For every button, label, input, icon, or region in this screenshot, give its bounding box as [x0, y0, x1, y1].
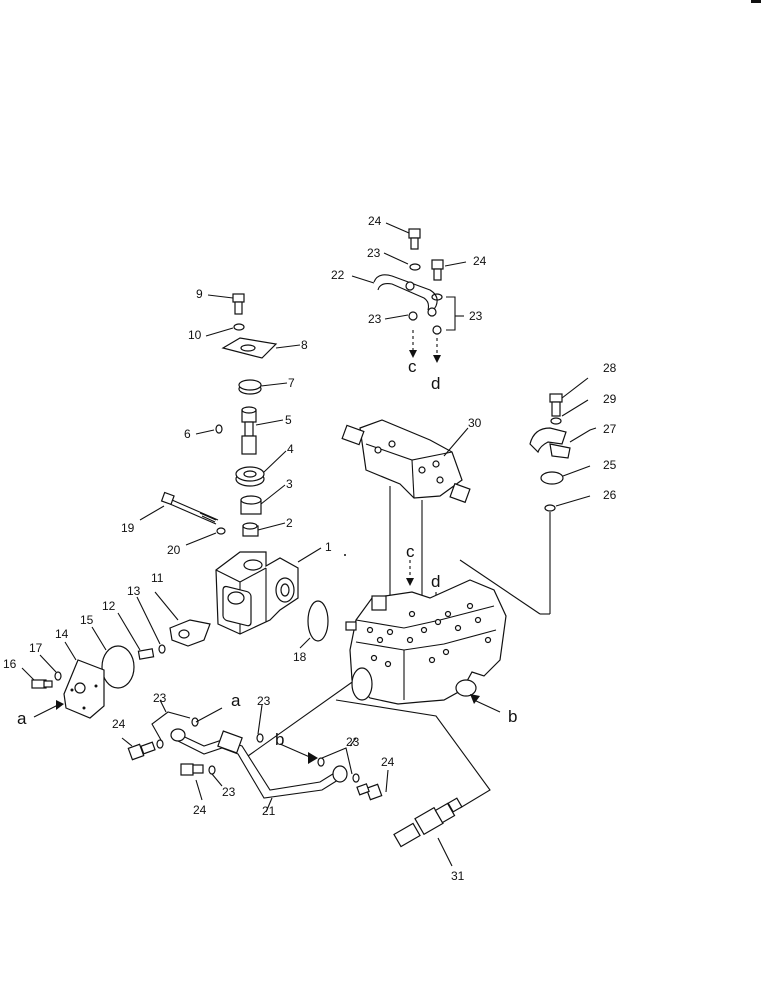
part-1-housing	[215, 551, 299, 635]
label-part-22: 22	[331, 268, 345, 282]
part-8-plate	[221, 337, 278, 359]
part-23-oring	[156, 739, 164, 749]
label-part-5: 5	[285, 413, 292, 427]
label-part-23: 23	[368, 312, 382, 326]
part-27-clamp	[529, 427, 571, 459]
connection-letter-b: b	[508, 707, 517, 726]
label-part-23: 23	[367, 246, 381, 260]
label-part-24: 24	[381, 755, 395, 769]
part-6-oring	[215, 424, 223, 434]
label-part-14: 14	[55, 627, 69, 641]
label-part-27: 27	[603, 422, 617, 436]
label-part-23: 23	[257, 694, 271, 708]
connection-letter-b: b	[275, 730, 284, 749]
part-22-tube	[373, 274, 438, 317]
label-part-13: 13	[127, 584, 141, 598]
connection-letter-c: c	[408, 357, 417, 376]
label-part-3: 3	[286, 477, 293, 491]
label-part-23: 23	[153, 691, 167, 705]
corner-mark	[751, 0, 761, 3]
part-17-washer	[54, 671, 62, 681]
part-30-valve	[341, 419, 471, 504]
label-part-4: 4	[287, 442, 294, 456]
connection-letter-d: d	[431, 374, 440, 393]
part-23-oring	[409, 263, 421, 271]
part-24-bolt	[127, 741, 156, 761]
label-part-23: 23	[222, 785, 236, 799]
label-part-15: 15	[80, 613, 94, 627]
part-23-oring	[191, 717, 199, 727]
part-4-bearing	[235, 466, 265, 487]
part-25-plug	[540, 471, 564, 485]
part-24-bolt-top	[408, 228, 421, 250]
part-9-bolt	[232, 293, 245, 315]
part-19-long-bolt	[160, 491, 219, 525]
label-part-24: 24	[473, 254, 487, 268]
part-16-bolt	[31, 679, 53, 689]
part-11-lever	[169, 619, 211, 647]
label-part-6: 6	[184, 427, 191, 441]
label-part-23: 23	[469, 309, 483, 323]
part-26-oring	[544, 504, 556, 512]
part-23-oring	[317, 757, 325, 767]
label-part-12: 12	[102, 599, 116, 613]
part-23-oring	[256, 733, 264, 743]
label-part-23: 23	[346, 735, 360, 749]
label-part-21: 21	[262, 804, 276, 818]
main-valve-body	[345, 579, 507, 705]
part-31-sensor	[393, 797, 463, 848]
label-part-7: 7	[288, 376, 295, 390]
label-part-10: 10	[188, 328, 202, 342]
connection-letter-a: a	[231, 691, 241, 710]
part-24-bolt-right	[431, 259, 444, 281]
part-29-washer	[550, 417, 562, 425]
part-20-ring	[216, 527, 226, 535]
label-part-19: 19	[121, 521, 135, 535]
part-5-shaft	[241, 406, 257, 455]
label-part-1: 1	[325, 540, 332, 554]
label-part-24: 24	[368, 214, 382, 228]
label-part-26: 26	[603, 488, 617, 502]
label-part-24: 24	[112, 717, 126, 731]
label-part-20: 20	[167, 543, 181, 557]
label-part-24: 24	[193, 803, 207, 817]
part-21-pipe	[170, 728, 348, 799]
part-23-oring	[352, 773, 360, 783]
label-part-18: 18	[293, 650, 307, 664]
label-part-17: 17	[29, 641, 43, 655]
part-28-bolt	[549, 393, 563, 417]
label-part-11: 11	[151, 571, 164, 585]
part-23-oring	[208, 765, 216, 775]
part-23-oring	[432, 325, 442, 335]
part-18-oring	[307, 600, 329, 642]
part-7-cap	[238, 379, 262, 395]
part-3-bushing	[240, 495, 262, 515]
part-10-washer	[233, 323, 245, 331]
part-24-bolt	[356, 783, 383, 801]
connection-letter-c: c	[406, 542, 415, 561]
label-part-2: 2	[286, 516, 293, 530]
part-12-bolt	[137, 648, 155, 660]
label-part-28: 28	[603, 361, 617, 375]
label-part-31: 31	[451, 869, 465, 883]
label-part-30: 30	[468, 416, 482, 430]
part-23-oring	[408, 311, 418, 321]
connection-letter-d: d	[431, 572, 440, 591]
label-part-9: 9	[196, 287, 203, 301]
part-14-cover	[63, 659, 105, 719]
part-24-bolt	[180, 763, 204, 776]
label-part-25: 25	[603, 458, 617, 472]
label-part-16: 16	[3, 657, 17, 671]
part-2-bushing	[242, 522, 259, 537]
connection-letter-a: a	[17, 709, 27, 728]
label-part-8: 8	[301, 338, 308, 352]
part-13-ring	[158, 644, 166, 654]
part-15-gasket	[101, 645, 135, 689]
label-part-29: 29	[603, 392, 617, 406]
